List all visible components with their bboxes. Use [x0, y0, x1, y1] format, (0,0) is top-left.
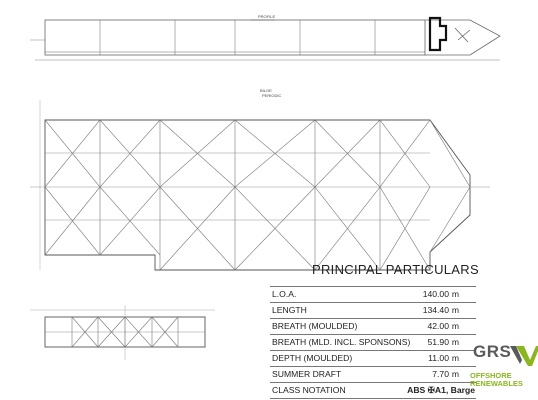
grs-logo: GRS OFFSHORE RENEWABLES [470, 342, 538, 400]
table-divider [270, 334, 476, 335]
table-divider [270, 318, 476, 319]
particulars-row-loa: L.O.A. 140.00 m [270, 289, 475, 302]
table-divider [270, 382, 476, 383]
row-label: CLASS NOTATION [272, 385, 346, 395]
particulars-row-draft: SUMMER DRAFT 7.70 m [270, 369, 475, 382]
profile-label: PROFILE [258, 14, 275, 19]
row-label: SUMMER DRAFT [272, 369, 342, 379]
row-unit: m [451, 289, 459, 299]
logo-tagline: OFFSHORE RENEWABLES [470, 372, 523, 388]
table-divider [270, 366, 476, 367]
particulars-row-length: LENGTH 134.40 m [270, 305, 475, 318]
row-unit: m [451, 369, 459, 379]
row-value: 134.40 [422, 305, 449, 315]
table-divider [270, 302, 476, 303]
particulars-title: PRINCIPAL PARTICULARS [312, 262, 479, 277]
particulars-row-breadth-sponsons: BREATH (MLD. INCL. SPONSONS) 51.90 m [270, 337, 475, 350]
row-unit: m [451, 353, 459, 363]
table-divider [270, 398, 476, 399]
plan-label-sub: PERIODIC [262, 93, 281, 98]
row-value: ABS ✠A1, Barge [407, 385, 475, 395]
row-label: DEPTH (MOULDED) [272, 353, 353, 363]
table-divider [270, 286, 476, 287]
row-unit: m [451, 337, 459, 347]
logo-chevron-icon [510, 346, 538, 366]
logo-line-offshore: OFFSHORE [470, 371, 512, 380]
table-divider [270, 350, 476, 351]
row-value: 7.70 [432, 369, 449, 379]
section-view [30, 305, 215, 360]
row-value: 51.90 [427, 337, 449, 347]
row-label: L.O.A. [272, 289, 297, 299]
row-label: BREATH (MOULDED) [272, 321, 358, 331]
row-unit: m [451, 321, 459, 331]
row-label: BREATH (MLD. INCL. SPONSONS) [272, 337, 411, 347]
row-label: LENGTH [272, 305, 307, 315]
particulars-row-class: CLASS NOTATION ABS ✠A1, Barge [270, 385, 475, 398]
logo-line-renewables: RENEWABLES [470, 379, 523, 388]
row-value: 11.00 [428, 353, 449, 363]
row-value: 140.00 [422, 289, 449, 299]
deck-plan-view: BILGE PERIODIC [30, 88, 490, 271]
plan-label: BILGE [260, 88, 272, 93]
row-unit: m [451, 305, 459, 315]
logo-wordmark: GRS [473, 342, 512, 361]
particulars-row-depth: DEPTH (MOULDED) 11.00 m [270, 353, 475, 366]
row-value: 42.00 [427, 321, 449, 331]
particulars-row-breadth: BREATH (MOULDED) 42.00 m [270, 321, 475, 334]
profile-view: PROFILE [30, 14, 501, 61]
